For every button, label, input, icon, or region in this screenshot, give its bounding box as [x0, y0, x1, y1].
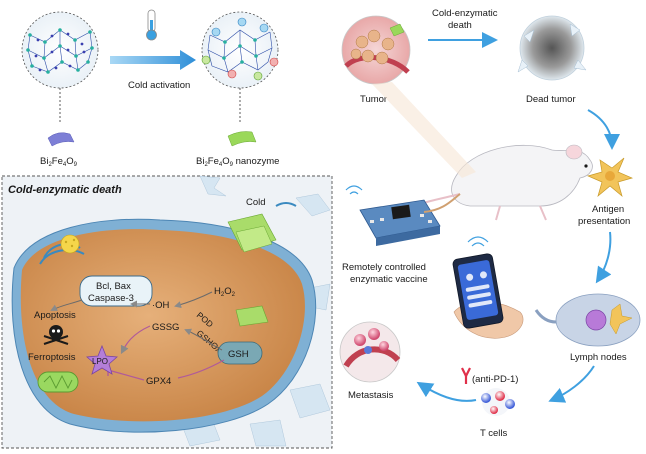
cold-enzymatic-death-label-1: Cold-enzymatic: [432, 8, 498, 19]
gsh-label: GSH: [228, 349, 249, 360]
metastasis-illustration: [339, 321, 401, 383]
material-sheet-icon: [47, 132, 75, 147]
cold-label: Cold: [246, 197, 266, 208]
bcl-bax-label: Bcl, Bax: [96, 281, 131, 292]
tumor-label: Tumor: [360, 94, 387, 105]
lpo-label: LPO: [92, 357, 108, 366]
cold-activation-arrow: [110, 50, 196, 70]
mitochondrion-icon: [37, 371, 79, 393]
tumor-focus-cone: [372, 82, 476, 178]
panel-title: Cold-enzymatic death: [8, 184, 122, 196]
skull-icon: [43, 325, 69, 345]
lymph-to-tcell-arrow: [548, 365, 595, 403]
lymph-nodes-label: Lymph nodes: [570, 352, 627, 363]
bcl-to-apoptosis-arrow: [50, 299, 83, 311]
gsh-box: [217, 341, 263, 365]
smartphone-icon: [452, 236, 524, 339]
dead-tumor-label: Dead tumor: [526, 94, 576, 105]
gpx4-inhibit-line: [107, 369, 145, 381]
caspase-label: Caspase-3: [88, 293, 134, 304]
lpo-star: [86, 344, 118, 375]
antibody-icon: [461, 367, 471, 384]
nanozyme-lattice: [201, 11, 279, 89]
thermometer-icon: [146, 9, 157, 41]
ferroptosis-label: Ferroptosis: [28, 352, 76, 363]
dead-to-antigen-arrow: [587, 109, 620, 150]
hydroxyl-label: ·OH: [152, 300, 170, 311]
metastasis-label: Metastasis: [348, 390, 394, 401]
dendritic-cell-icon: [586, 157, 634, 197]
h2o2-to-oh-arrow: [174, 291, 213, 308]
material-label: Bi2Fe4O9: [40, 156, 78, 168]
bcl-bax-caspase-box: [79, 275, 153, 307]
nanozyme-sheet-icon: [227, 131, 257, 147]
anti-pd1-label: (anti-PD-1): [472, 374, 518, 385]
gpx4-label: GPX4: [146, 376, 171, 387]
vaccine-label-2: enzymatic vaccine: [350, 274, 428, 285]
mouse-illustration: [399, 144, 593, 221]
dead-tumor-illustration: [517, 15, 587, 81]
gssg-label: GSSG: [152, 322, 179, 333]
nanozyme-sheets-icon: [227, 213, 277, 327]
t-cells-label: T cells: [480, 428, 508, 439]
gssg-to-lpo-arrow: [120, 325, 151, 355]
gsh-to-gpx4-line: [177, 359, 225, 379]
lymph-node-illustration: [534, 293, 641, 347]
h2o2-label: H2O2: [214, 286, 236, 298]
antigen-to-lymph-arrow: [595, 231, 612, 284]
apoptosis-label: Apoptosis: [34, 310, 76, 321]
antigen-label-1: Antigen: [592, 204, 624, 215]
cold-enzymatic-panel: Cold-enzymatic death Cold: [1, 175, 333, 449]
wireless-device-icon: [345, 185, 461, 246]
tumor-illustration: [341, 15, 411, 85]
material-lattice: [21, 11, 99, 89]
gsh-to-gssg-arrow: [184, 328, 223, 351]
tcell-to-metastasis-arrow: [416, 381, 477, 402]
cold-activation-label: Cold activation: [128, 80, 190, 91]
organelle-icon: [39, 234, 85, 265]
cold-wave-icon: [275, 202, 297, 207]
t-cells-icon: [481, 388, 515, 416]
antigen-label-2: presentation: [578, 216, 630, 227]
vaccine-label-1: Remotely controlled: [342, 262, 426, 273]
cold-enzymatic-death-label-2: death: [448, 20, 472, 31]
nanozyme-label: Bi2Fe4O9 nanozyme: [196, 156, 279, 168]
